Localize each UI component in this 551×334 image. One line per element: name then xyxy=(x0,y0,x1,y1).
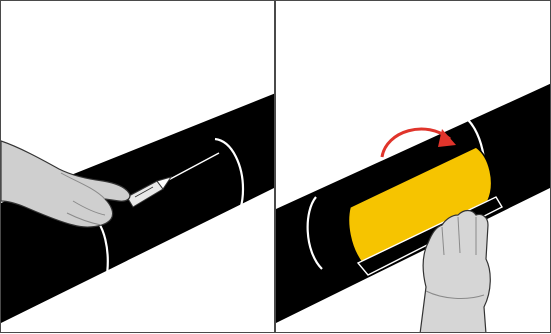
sleeve-edge-top xyxy=(306,196,323,270)
hand-icon xyxy=(1,140,131,228)
rotate-arrow-icon xyxy=(380,127,456,158)
knife-icon xyxy=(126,176,173,208)
panel-left-illustration xyxy=(1,93,274,323)
panel-step-cut xyxy=(0,0,275,333)
pipe-body xyxy=(1,93,274,323)
gloved-hand-icon xyxy=(419,209,491,332)
panel-step-insert xyxy=(275,0,551,333)
seam-right xyxy=(214,137,245,222)
panel-right-illustration xyxy=(276,83,550,332)
